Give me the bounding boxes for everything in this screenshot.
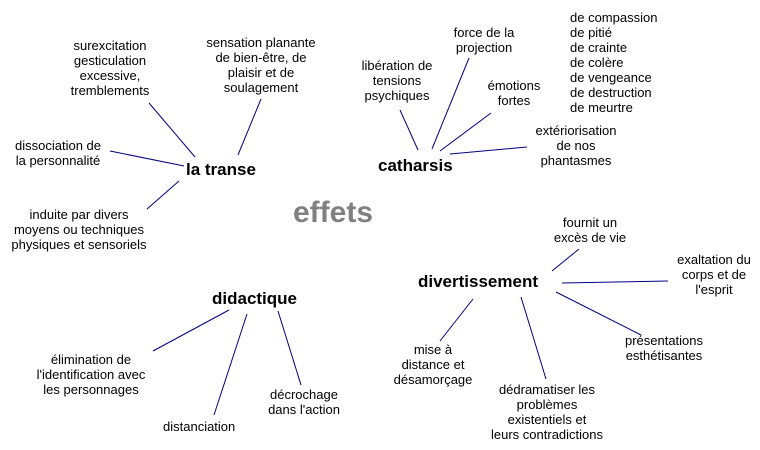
- connector-divertissement-dedramatiser: [520, 296, 547, 380]
- leaf-exteriorisation-phantasmes[interactable]: extériorisation de nos phantasmes: [535, 123, 617, 168]
- branch-catharsis[interactable]: catharsis: [378, 156, 453, 175]
- connector-didactique-distanciation: [213, 313, 248, 416]
- connector-catharsis-exteriorisation: [449, 146, 528, 155]
- connector-la-transe-induite: [146, 180, 180, 210]
- leaf-distanciation[interactable]: distanciation: [163, 419, 236, 434]
- leaf-mise-a-distance[interactable]: mise à distance et désamorçage: [393, 342, 473, 387]
- leaf-force-projection[interactable]: force de la projection: [453, 25, 515, 55]
- connector-la-transe-dissociation: [109, 150, 185, 167]
- leaf-dissociation[interactable]: dissociation de la personnalité: [15, 138, 101, 168]
- connector-catharsis-liberation: [399, 109, 419, 151]
- connector-divertissement-presentations: [555, 291, 642, 336]
- leaf-exaltation-corps[interactable]: exaltation du corps et de l'esprit: [677, 252, 751, 297]
- leaf-presentations-esthetisantes[interactable]: présentations esthétisantes: [624, 333, 704, 363]
- connector-didactique-decrochage: [277, 310, 302, 386]
- leaf-fournit-exces-vie[interactable]: fournit un excès de vie: [553, 215, 627, 245]
- leaf-elimination-identification[interactable]: élimination de l'identification avec les…: [36, 352, 146, 397]
- connector-divertissement-fournit: [551, 248, 580, 272]
- connector-didactique-elimination: [152, 309, 230, 352]
- branch-divertissement[interactable]: divertissement: [418, 272, 538, 291]
- leaf-surexcitation[interactable]: surexcitation gesticulation excessive, t…: [70, 38, 150, 98]
- leaf-induite-par-divers[interactable]: induite par divers moyens ou techniques …: [11, 207, 147, 252]
- leaf-sensation-planante[interactable]: sensation planante de bien-être, de plai…: [206, 35, 316, 95]
- connector-divertissement-exaltation: [561, 280, 669, 284]
- connector-divertissement-mise: [439, 298, 474, 342]
- leaf-liste-emotions[interactable]: de compassion de pitié de crainte de col…: [570, 10, 658, 115]
- connector-catharsis-emotions: [439, 112, 492, 152]
- connector-la-transe-surexcitation: [148, 102, 196, 158]
- leaf-dedramatiser-problemes[interactable]: dédramatiser les problèmes existentiels …: [491, 382, 603, 442]
- leaf-emotions-fortes[interactable]: émotions fortes: [487, 78, 541, 108]
- root-node[interactable]: effets: [293, 196, 374, 229]
- branch-didactique[interactable]: didactique: [212, 289, 298, 308]
- leaf-decrochage-action[interactable]: décrochage dans l'action: [268, 387, 340, 417]
- connector-la-transe-sensation: [237, 98, 262, 156]
- leaf-liberation-tensions[interactable]: libération de tensions psychiques: [361, 58, 433, 103]
- branch-la-transe[interactable]: la transe: [186, 160, 256, 179]
- connector-catharsis-force: [431, 57, 470, 150]
